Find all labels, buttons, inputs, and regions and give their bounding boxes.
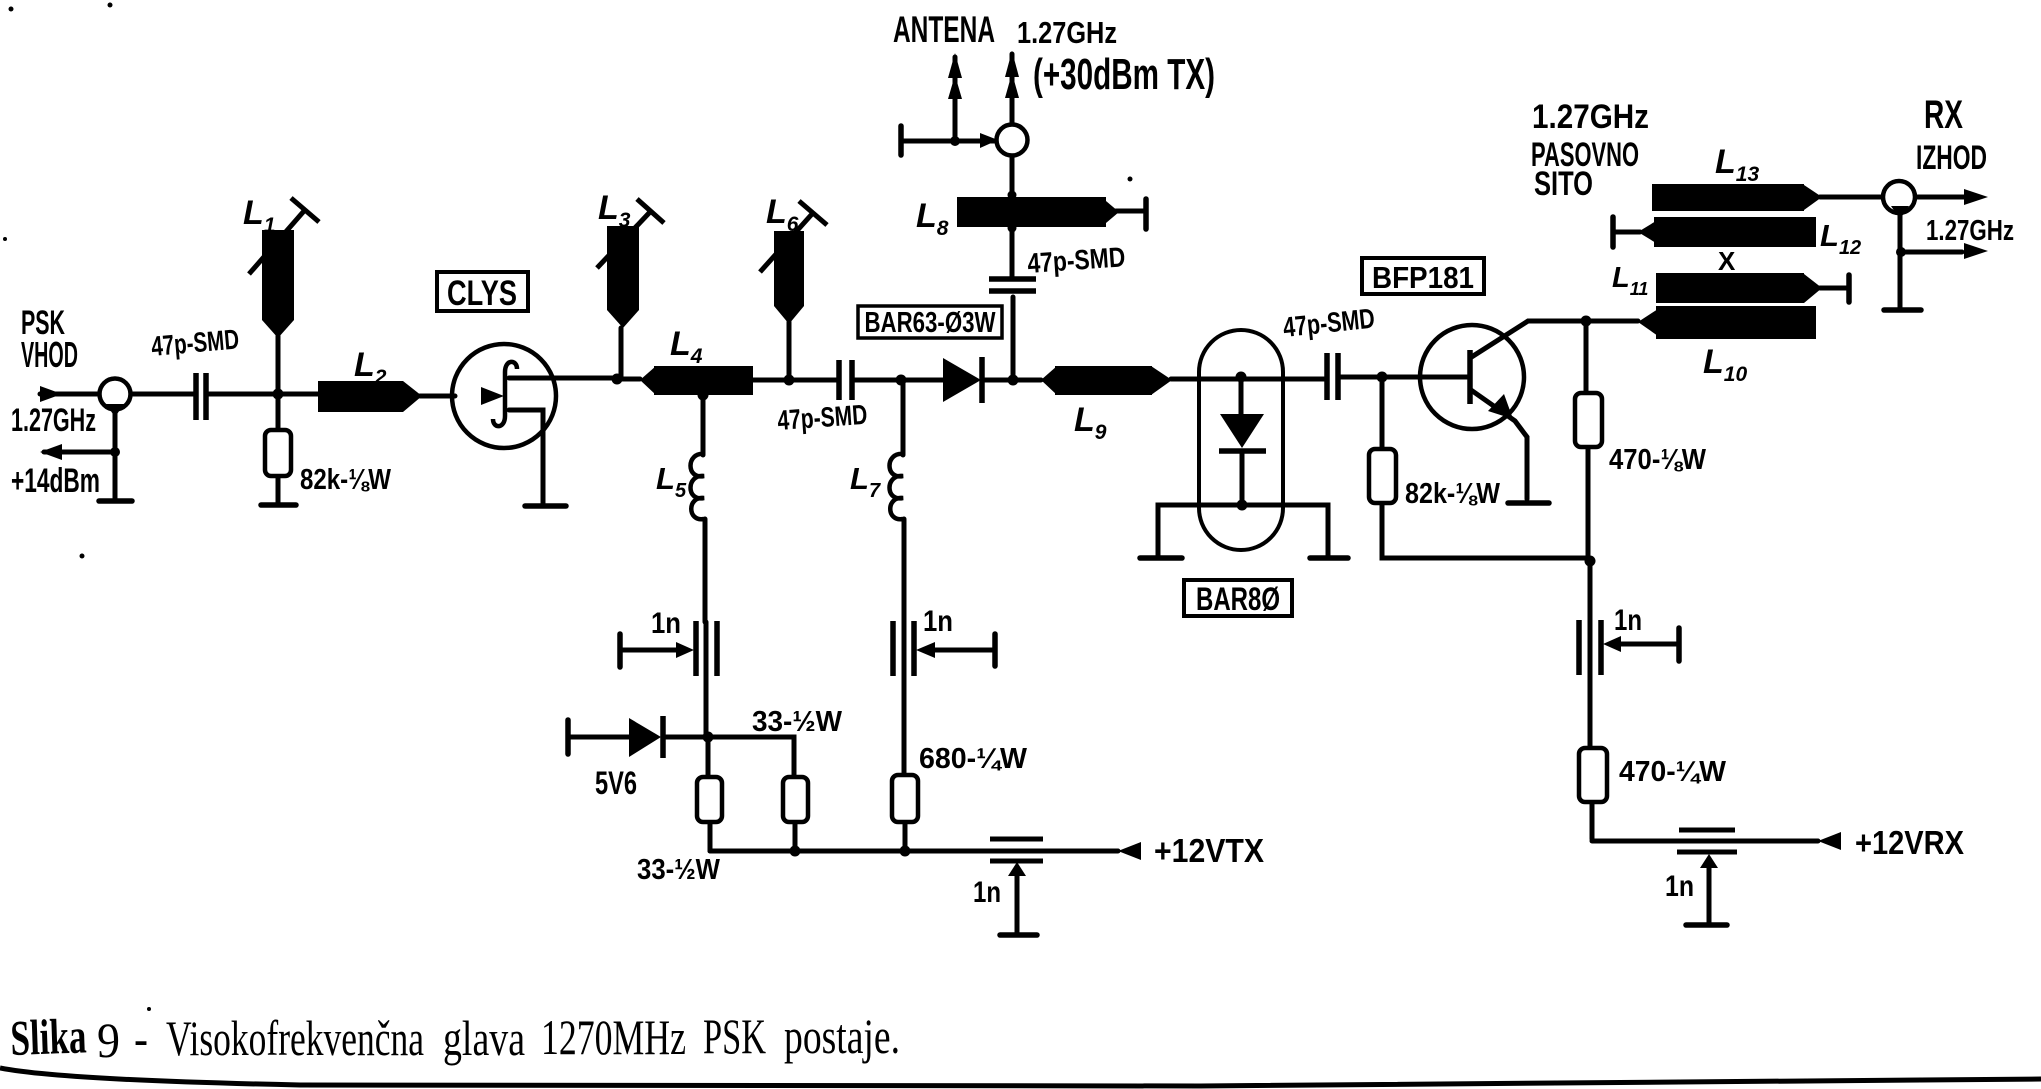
svg-text:1n: 1n <box>973 876 1001 909</box>
svg-text:IZHOD: IZHOD <box>1916 139 1987 177</box>
svg-text:680-¼W: 680-¼W <box>919 743 1028 775</box>
svg-text:+14dBm: +14dBm <box>11 462 100 500</box>
svg-text:PASOVNO: PASOVNO <box>1531 136 1639 174</box>
svg-text:-: - <box>134 1010 148 1066</box>
svg-text:47p-SMD: 47p-SMD <box>776 399 868 436</box>
svg-text:(+30dBm TX): (+30dBm TX) <box>1033 50 1215 99</box>
svg-text:L2: L2 <box>354 346 387 389</box>
svg-text:PSK: PSK <box>21 304 65 342</box>
svg-text:1n: 1n <box>651 607 681 640</box>
svg-text:1270MHz: 1270MHz <box>541 1009 686 1065</box>
svg-text:5V6: 5V6 <box>595 765 637 801</box>
svg-text:BAR8Ø: BAR8Ø <box>1196 581 1280 617</box>
svg-text:1n: 1n <box>1665 870 1694 903</box>
svg-text:1.27GHz: 1.27GHz <box>1532 98 1649 136</box>
svg-text:9: 9 <box>97 1012 120 1068</box>
svg-text:SITO: SITO <box>1534 165 1593 203</box>
svg-text:470-¼W: 470-¼W <box>1619 756 1727 788</box>
svg-text:1.27GHz: 1.27GHz <box>1017 15 1117 50</box>
svg-text:BFP181: BFP181 <box>1372 260 1474 295</box>
svg-text:47p-SMD: 47p-SMD <box>1026 241 1126 279</box>
svg-text:47p-SMD: 47p-SMD <box>150 323 240 362</box>
svg-text:BAR63-Ø3W: BAR63-Ø3W <box>865 307 996 339</box>
svg-text:1n: 1n <box>1614 604 1642 637</box>
svg-text:X: X <box>1718 246 1736 276</box>
svg-text:1.27GHz: 1.27GHz <box>1926 215 2014 247</box>
svg-text:1.27GHz: 1.27GHz <box>11 402 96 438</box>
svg-text:33-½W: 33-½W <box>637 854 721 886</box>
svg-text:33-½W: 33-½W <box>752 706 843 738</box>
svg-text:+12VTX: +12VTX <box>1154 832 1264 869</box>
svg-text:82k-⅛W: 82k-⅛W <box>300 464 392 496</box>
svg-text:VHOD: VHOD <box>21 334 78 375</box>
svg-text:Visokofrekvenčna: Visokofrekvenčna <box>166 1010 424 1066</box>
svg-text:postaje.: postaje. <box>784 1008 900 1064</box>
svg-text:+12VRX: +12VRX <box>1855 824 1964 861</box>
svg-text:CLYS: CLYS <box>447 274 517 313</box>
svg-text:ANTENA: ANTENA <box>893 9 995 50</box>
svg-text:RX: RX <box>1924 93 1963 137</box>
svg-text:PSK: PSK <box>703 1008 766 1064</box>
svg-text:1n: 1n <box>923 605 953 638</box>
svg-text:82k-⅛W: 82k-⅛W <box>1405 478 1501 510</box>
svg-text:Slika: Slika <box>9 1007 87 1066</box>
svg-text:470-⅛W: 470-⅛W <box>1609 444 1707 476</box>
svg-text:glava: glava <box>443 1010 525 1066</box>
